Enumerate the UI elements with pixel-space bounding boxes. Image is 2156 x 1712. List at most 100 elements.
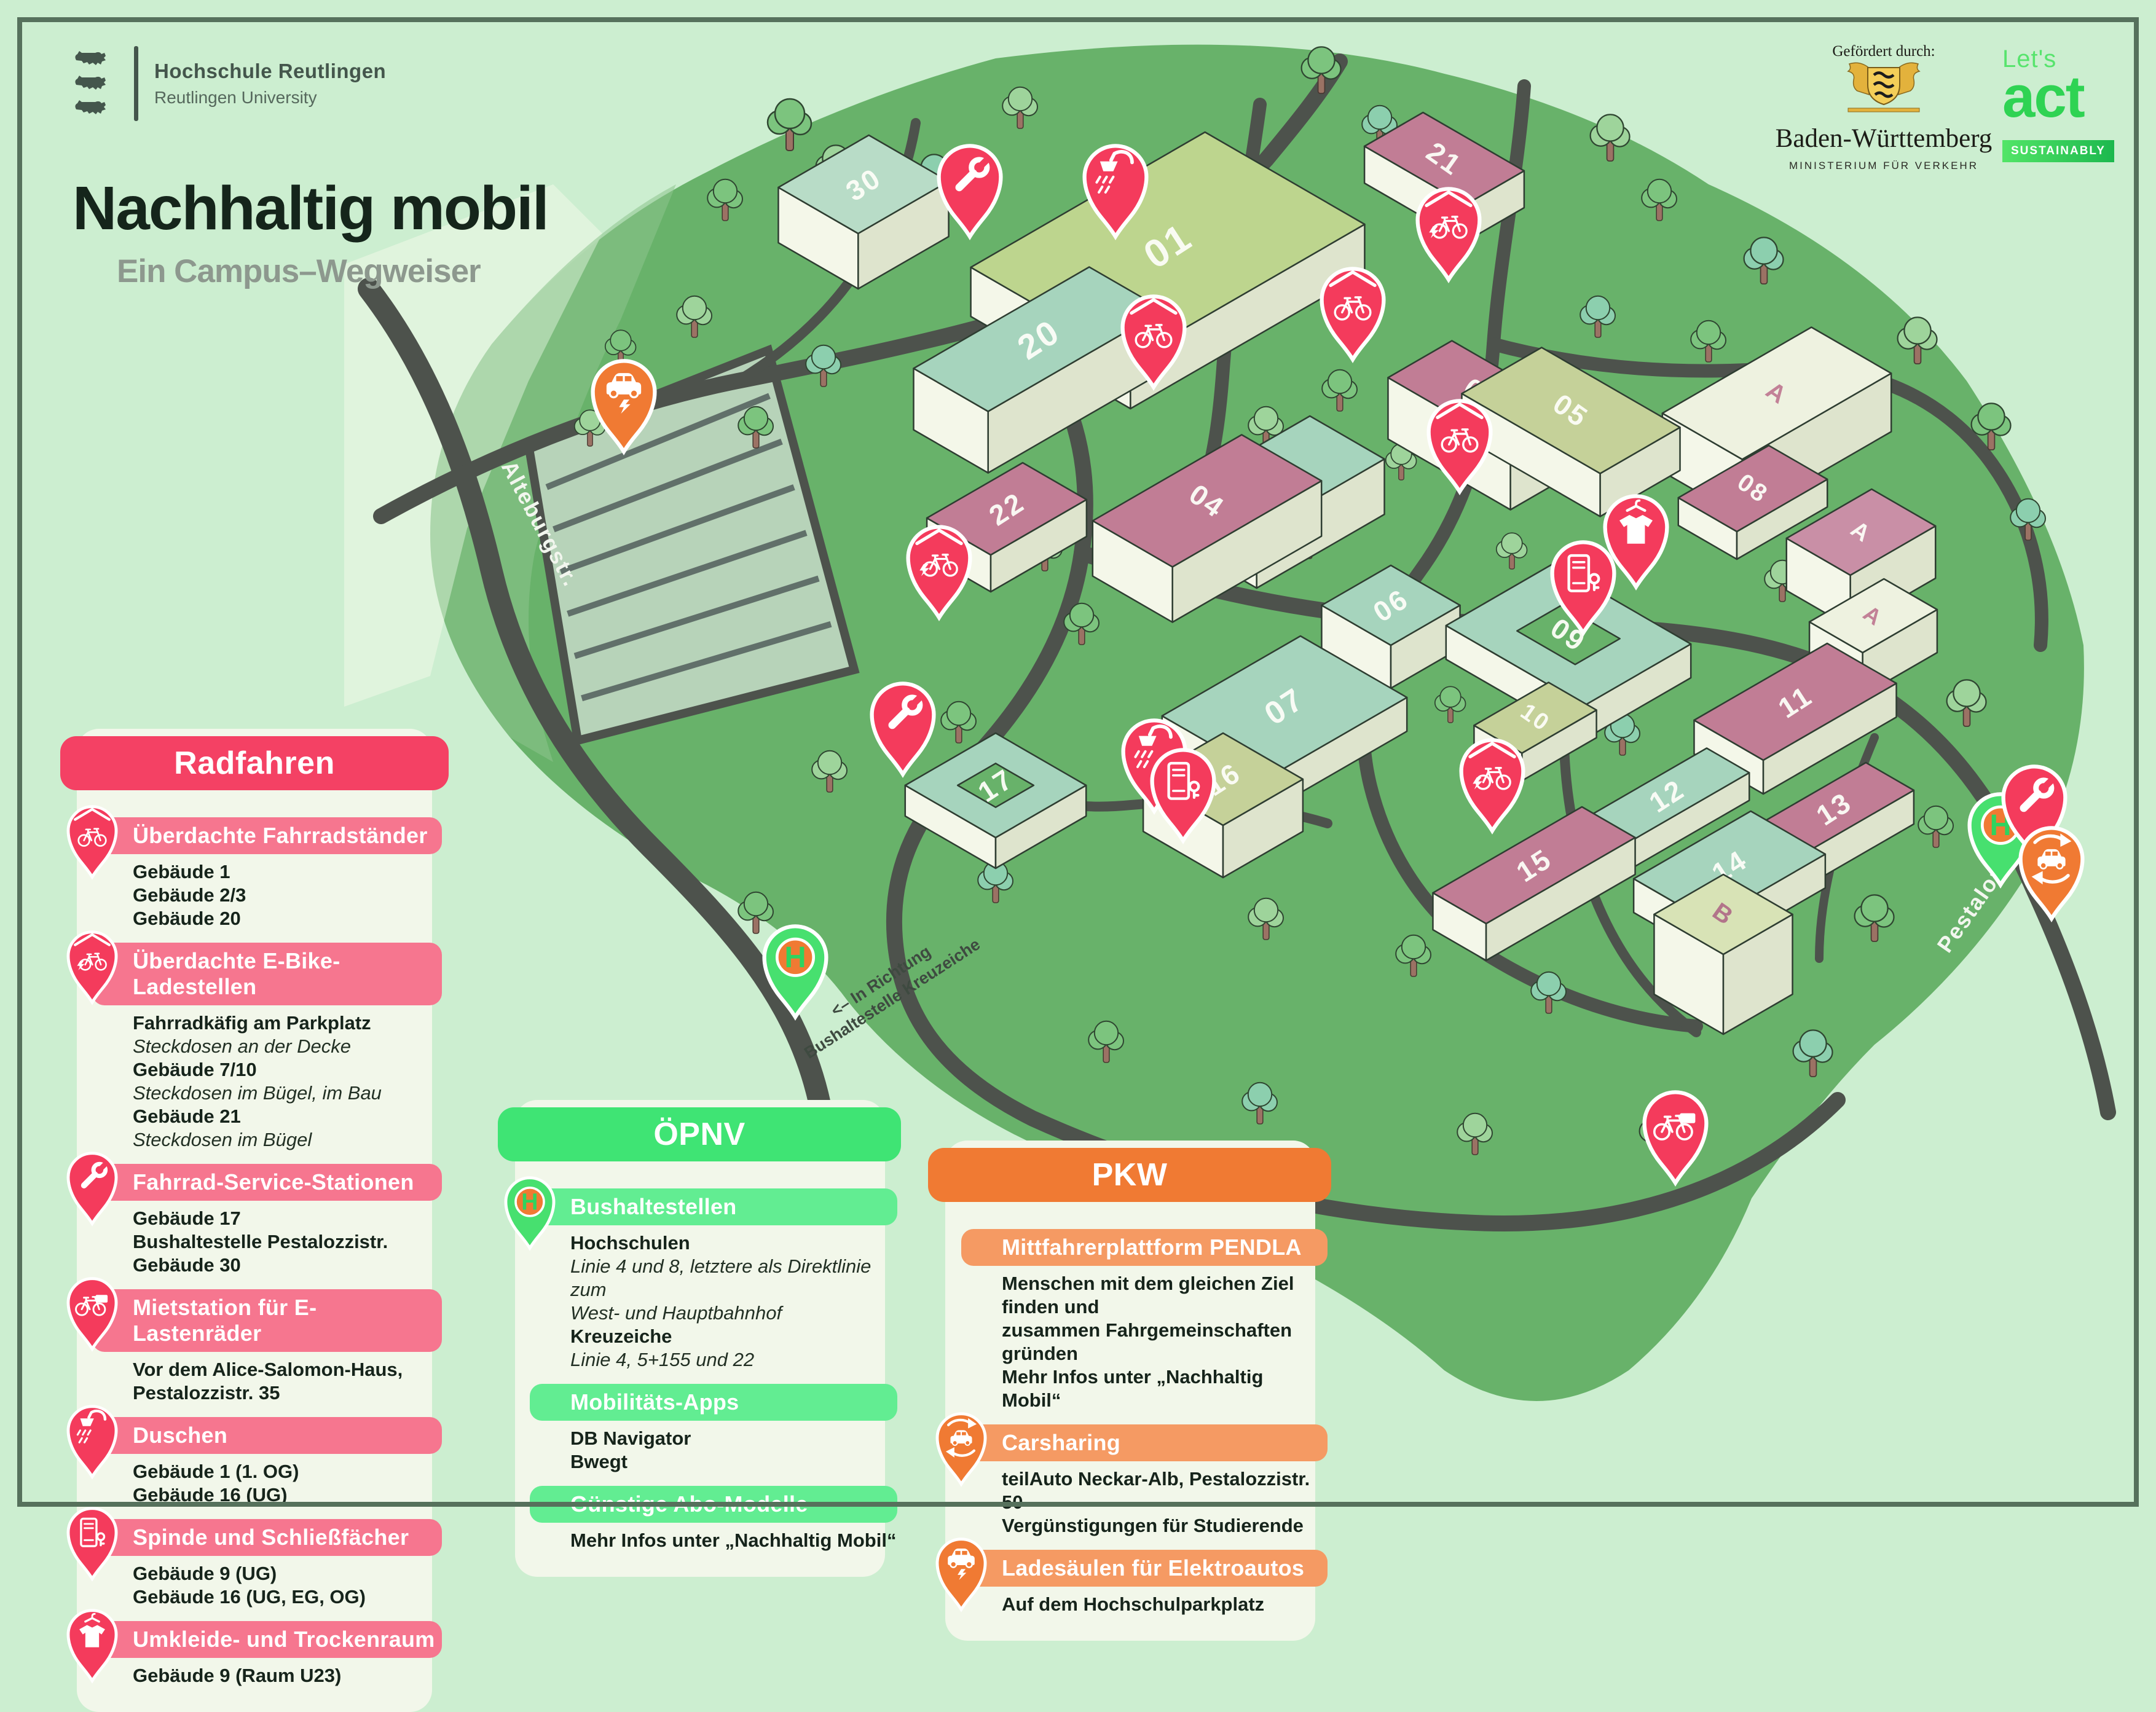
- lets-act-line1: Let's: [2002, 45, 2057, 73]
- legend-item: Hochschulen: [570, 1232, 690, 1254]
- bw-lions-icon: [75, 51, 106, 114]
- university-logo: Hochschule Reutlingen Reutlingen Univers…: [73, 44, 386, 123]
- legend-section: Mittfahrerplattform PENDLA Menschen mit d…: [961, 1229, 1328, 1415]
- legend-item: Gebäude 9 (UG): [133, 1563, 277, 1584]
- building-30: 30: [777, 134, 950, 290]
- legend-item: Gebäude 7/10: [133, 1059, 257, 1080]
- tree-icon: [1248, 897, 1285, 940]
- building-17: 17: [904, 732, 1087, 870]
- section-title: Ladesäulen für Elektroautos: [1002, 1555, 1305, 1580]
- legend-item: Fahrradkäfig am Parkplatz: [133, 1012, 371, 1034]
- legend-item: Auf dem Hochschulparkplatz: [1002, 1593, 1265, 1615]
- section-title: Überdachte Fahrradständer: [133, 823, 428, 848]
- tree-icon: [1918, 805, 1954, 848]
- tree-icon: [1457, 1112, 1493, 1155]
- lets-act-line2: act: [2002, 64, 2085, 130]
- map-pin-locker: [1150, 748, 1216, 845]
- section-title: Günstige Abo-Modelle: [570, 1491, 808, 1517]
- tree-icon: [676, 295, 713, 338]
- section-title: Bushaltestellen: [570, 1194, 737, 1219]
- legend-item: Vor dem Alice-Salomon-Haus,: [133, 1359, 403, 1380]
- tree-icon: [1580, 295, 1616, 338]
- section-title-bar: Mobilitäts-Apps: [530, 1384, 897, 1421]
- section-title-bar: Fahrrad-Service-Stationen: [66, 1152, 442, 1227]
- section-title-bar: Günstige Abo-Modelle: [530, 1486, 897, 1523]
- legend-item: Mehr Infos unter „Nachhaltig Mobil“: [570, 1529, 897, 1551]
- legend-item: Gebäude 21: [133, 1105, 241, 1127]
- legend-item: Gebäude 16 (UG, EG, OG): [133, 1586, 366, 1608]
- map-pin-car-arrows: [2018, 826, 2085, 923]
- map-pin-tshirt: [1603, 494, 1669, 591]
- section-title-bar: Carsharing: [935, 1412, 1328, 1487]
- map-pin-shower: [1082, 144, 1149, 241]
- locker-pin-icon: [66, 1507, 118, 1582]
- panel-header-pkw: PKW: [928, 1148, 1331, 1202]
- building-05: 05: [1461, 347, 1681, 517]
- section-title: Fahrrad-Service-Stationen: [133, 1169, 414, 1195]
- bus-h-pin-icon: H: [504, 1176, 556, 1251]
- map-pin-bike-roof: [1426, 399, 1493, 496]
- tree-icon: [1395, 934, 1432, 977]
- map-pin-bus-h: H: [762, 924, 828, 1021]
- legend-item: teilAuto Neckar-Alb, Pestalozzistr. 50: [1002, 1468, 1310, 1513]
- tree-icon: [1088, 1020, 1125, 1063]
- legend-item: Gebäude 9 (Raum U23): [133, 1665, 342, 1686]
- section-title: Umkleide- und Trockenraum: [133, 1627, 435, 1652]
- map-pin-bike-roof-bolt: [1415, 187, 1482, 284]
- lets-act-logo: Let's act SUSTAINABLY: [2002, 45, 2114, 162]
- tree-icon: [604, 329, 637, 367]
- funding-label: Gefördert durch:: [1832, 43, 1935, 60]
- section-title-bar: Mietstation für E-Lastenräder: [66, 1277, 442, 1352]
- funding-ministry: MINISTERIUM FÜR VERKEHR: [1789, 160, 1978, 171]
- legend-item: Gebäude 2/3: [133, 884, 246, 906]
- cargo-bike-pin-icon: [66, 1277, 118, 1352]
- tree-icon: [1002, 86, 1039, 129]
- map-pin-bike-roof: [1120, 294, 1187, 391]
- legend-item: Gebäude 1: [133, 861, 230, 882]
- legend-item: Vergünstigungen für Studierende: [1002, 1515, 1304, 1536]
- bike-roof-bolt-pin-icon: [66, 930, 118, 1005]
- section-title-bar: Ladesäulen für Elektroautos: [935, 1537, 1328, 1612]
- tree-icon: [1530, 971, 1567, 1014]
- university-name-en: Reutlingen University: [154, 88, 317, 107]
- panel-pkw: PKW Mittfahrerplattform PENDLA Menschen mi…: [928, 1141, 1331, 1641]
- section-title: Mobilitäts-Apps: [570, 1389, 739, 1415]
- tree-icon: [1495, 532, 1528, 570]
- section-title-bar: Duschen: [66, 1405, 442, 1480]
- legend-item: Gebäude 17: [133, 1207, 241, 1229]
- legend-item: Menschen mit dem gleichen Ziel finden un…: [1002, 1273, 1294, 1317]
- tree-icon: [1897, 316, 1938, 364]
- map-pin-bike-roof-bolt: [1459, 738, 1525, 835]
- map-pin-car-bolt: [591, 359, 657, 456]
- building-06: 06: [1321, 564, 1461, 689]
- tree-icon: [1434, 686, 1466, 723]
- legend-item: Gebäude 20: [133, 908, 241, 929]
- bike-roof-pin-icon: [66, 805, 118, 880]
- building-A: A: [1785, 488, 1937, 629]
- tree-icon: [1063, 602, 1100, 645]
- section-title-bar: Mittfahrerplattform PENDLA: [961, 1229, 1328, 1266]
- tree-icon: [738, 891, 774, 934]
- map-pins: H H: [591, 144, 2085, 1187]
- map-buildings: 21300120A020503080422A06A091107101617121…: [777, 111, 1938, 1035]
- legend-item: Mehr Infos unter „Nachhaltig Mobil“: [1002, 1366, 1264, 1411]
- tree-icon: [1300, 46, 1342, 94]
- legend-item: Kreuzeiche: [570, 1325, 672, 1347]
- svg-text:H: H: [784, 941, 806, 974]
- tree-icon: [766, 98, 812, 151]
- legend-item: Steckdosen im Bügel: [133, 1129, 312, 1150]
- tree-icon: [811, 750, 848, 793]
- legend-item: Gebäude 30: [133, 1254, 241, 1276]
- tree-icon: [1589, 114, 1631, 162]
- tree-icon: [1970, 402, 2012, 450]
- page-subtitle: Ein Campus–Wegweiser: [117, 253, 481, 289]
- map-pin-bike-roof-bolt: [906, 525, 972, 622]
